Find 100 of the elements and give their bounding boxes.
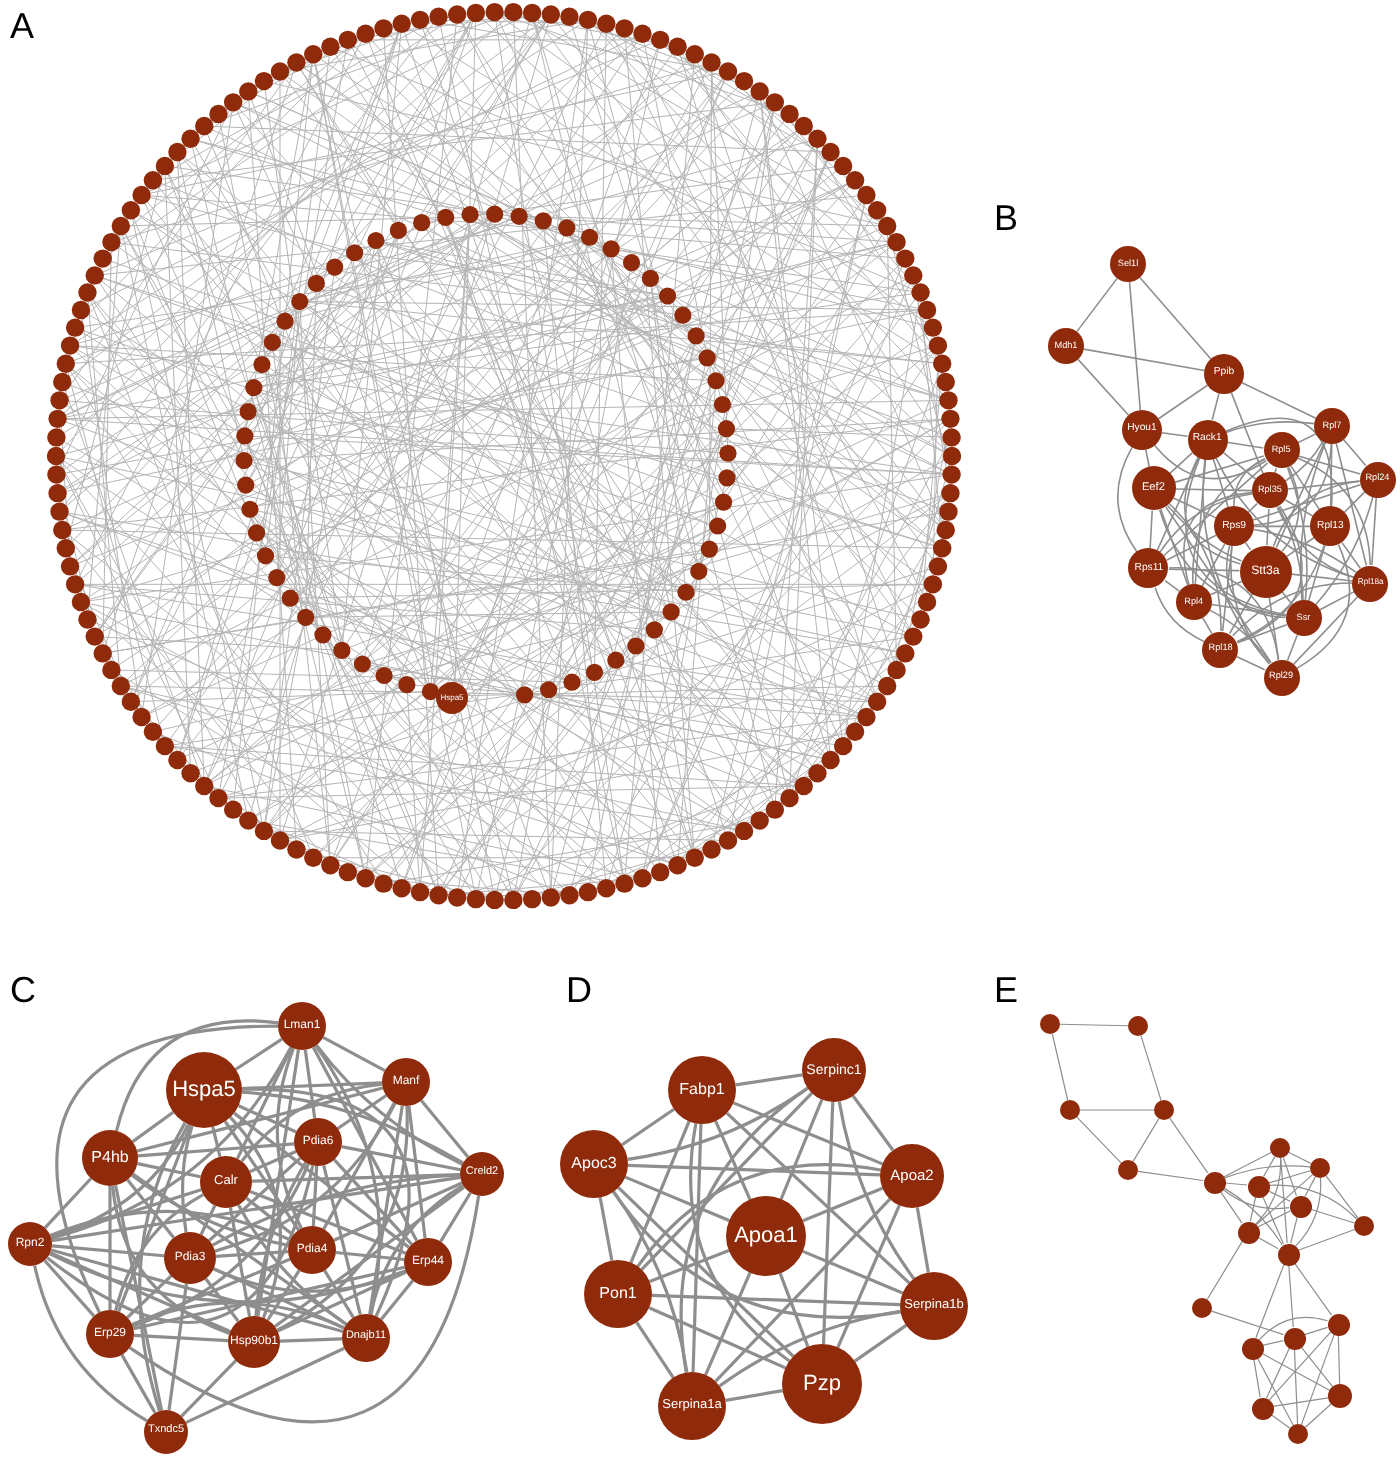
network-edge <box>649 1249 730 1284</box>
network-edge <box>1256 1357 1294 1426</box>
network-edge <box>1201 616 1213 635</box>
network-edge <box>131 1172 348 1326</box>
network-edge <box>133 1333 229 1343</box>
network-edge <box>1158 508 1287 617</box>
network-edge <box>1161 431 1189 438</box>
network-edge <box>1164 506 1272 664</box>
panel-letter: A <box>10 8 35 44</box>
network-edge <box>233 1111 410 1249</box>
network-edge <box>335 1250 405 1262</box>
gene-node <box>1192 1298 1212 1318</box>
network-edge <box>1230 545 1271 665</box>
network-edge <box>333 1181 463 1242</box>
network-edge <box>1140 1034 1162 1102</box>
gene-node <box>1310 1158 1330 1178</box>
network-edge <box>1154 587 1206 643</box>
network-edge <box>276 1270 407 1333</box>
network-edge <box>1194 458 1207 585</box>
network-edge <box>1224 417 1333 508</box>
network-edge <box>276 1106 409 1332</box>
network-edge <box>1288 1151 1312 1165</box>
network-edge <box>1268 1331 1332 1401</box>
network-edge <box>1230 391 1265 475</box>
network-edge <box>311 1165 319 1227</box>
network-edge <box>1325 1175 1359 1219</box>
network-edge <box>322 1035 386 1073</box>
network-edge <box>1168 568 1241 572</box>
network-edge <box>126 1178 175 1239</box>
network-edge <box>1076 1116 1122 1164</box>
gene-node <box>1203 1171 1225 1193</box>
network-edge <box>1255 1157 1282 1225</box>
network-edge <box>167 1283 189 1411</box>
network-edge <box>211 1173 461 1247</box>
network-edge <box>779 1099 824 1200</box>
gene-node: Hspa5 <box>166 1052 242 1128</box>
network-edge <box>1288 1264 1294 1328</box>
network-edge <box>1244 541 1252 551</box>
network-edge <box>1173 455 1265 484</box>
network-edge <box>1262 1156 1276 1178</box>
network-edge <box>1192 458 1266 585</box>
network-edge <box>131 1110 175 1143</box>
network-edge <box>1221 545 1233 632</box>
network-edge <box>1153 444 1267 480</box>
network-edge <box>1139 276 1212 360</box>
network-edge <box>251 1173 461 1183</box>
network-edge <box>629 1120 691 1264</box>
gene-node <box>1270 1138 1290 1158</box>
network-edge <box>1223 1152 1272 1178</box>
network-edge <box>1290 573 1354 582</box>
network-edge <box>1276 506 1355 579</box>
network-edge <box>49 1209 291 1242</box>
network-edge <box>725 1389 783 1402</box>
network-edge <box>1286 634 1298 662</box>
network-edge <box>1297 455 1361 475</box>
network-edge <box>1329 443 1333 508</box>
network-edge <box>1272 1397 1329 1407</box>
network-edge <box>635 1321 675 1379</box>
network-edge <box>612 1190 689 1373</box>
network-edge <box>1211 392 1220 421</box>
network-edge <box>117 1124 192 1313</box>
network-edge <box>612 1191 901 1319</box>
network-edge <box>1252 484 1362 521</box>
network-edge <box>1232 582 1354 637</box>
network-edge <box>1168 451 1194 475</box>
gene-node <box>1283 1327 1305 1349</box>
network-edge <box>778 1272 810 1348</box>
gene-node <box>1040 1014 1060 1034</box>
network-edge <box>636 1163 881 1268</box>
gene-node <box>1060 1100 1080 1120</box>
network-edge <box>131 1257 291 1327</box>
network-edge <box>1206 1240 1243 1301</box>
network-edge <box>1145 448 1150 468</box>
network-edge <box>802 1249 904 1295</box>
network-edge <box>46 1165 315 1324</box>
network-edge <box>228 1207 252 1317</box>
network-edge <box>1212 457 1229 509</box>
gene-node <box>1327 1313 1349 1335</box>
network-edge <box>821 1101 835 1345</box>
network-edge <box>1164 579 1181 592</box>
network-edge <box>1223 1165 1311 1179</box>
network-edge <box>836 1204 901 1348</box>
network-edge <box>1281 466 1300 553</box>
network-edge <box>1166 534 1217 561</box>
network-edge <box>1286 466 1308 602</box>
gene-node <box>1241 1337 1263 1359</box>
network-edge <box>241 1081 383 1091</box>
network-edge <box>1253 443 1333 526</box>
network-edge <box>213 1267 407 1293</box>
gene-node <box>1128 1016 1148 1036</box>
network-edge <box>1300 1346 1334 1388</box>
network-edge <box>1295 543 1351 670</box>
network-edge <box>368 1105 404 1315</box>
network-edge <box>1051 1033 1069 1101</box>
network-edge <box>1270 1413 1291 1429</box>
network-edge <box>1267 1170 1311 1184</box>
network-edge <box>1183 456 1242 565</box>
network-edge <box>725 1112 911 1284</box>
gene-node <box>1251 1397 1273 1419</box>
network-edge <box>648 1306 787 1370</box>
